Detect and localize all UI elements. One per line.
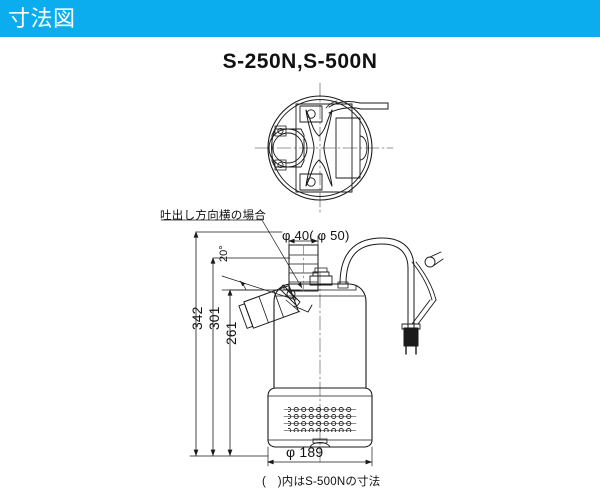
page-title: 寸法図 [8,6,76,31]
port-diameter-label: φ 40( φ 50) [282,228,350,243]
top-view-group [254,82,394,215]
angle-label: 20° [218,245,230,262]
footnote-label: ( )内はS-500Nの寸法 [262,476,381,488]
base-diameter-label: φ 189 [286,444,324,460]
page-header-bar [0,0,600,37]
dimension-mid-height-label: 301 [206,306,222,330]
outlet-stack [288,244,319,292]
dimension-body-height-label: 261 [223,321,239,345]
dimension-lines [160,219,373,467]
discharge-direction-note: 吐出し方向横の場合 [160,210,267,222]
dimension-total-height-label: 342 [189,306,205,330]
front-view-group [238,235,444,463]
power-cable [337,237,444,355]
model-name-heading: S-250N,S-500N [222,50,378,73]
